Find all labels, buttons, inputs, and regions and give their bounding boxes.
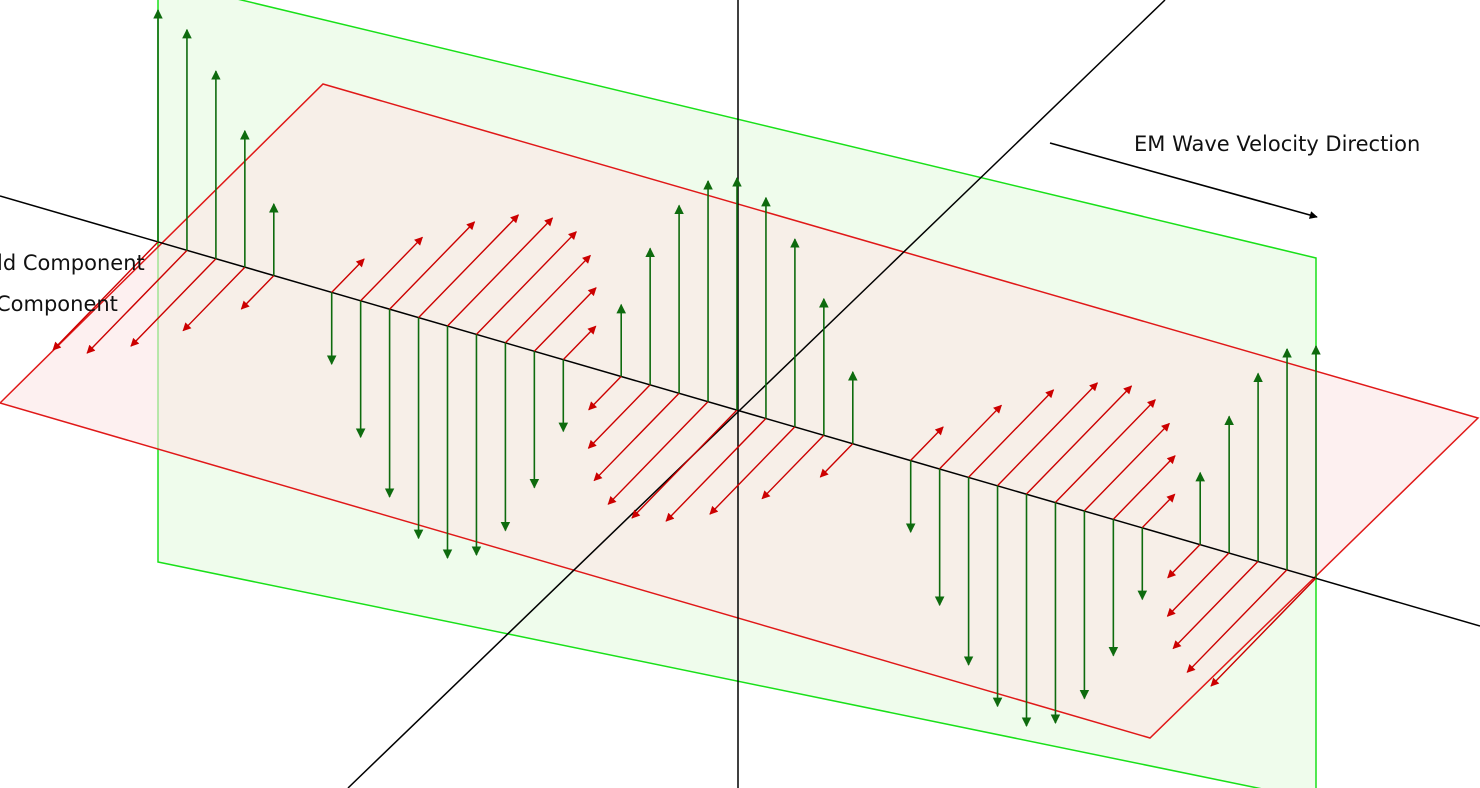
electric-field-vector: [240, 275, 275, 310]
electric-field-vector: [1141, 493, 1176, 529]
electric-field-vector: [504, 254, 591, 344]
electric-field-vector: [631, 409, 738, 519]
electric-field-vector: [86, 249, 188, 354]
electric-field-vector: [709, 426, 796, 515]
electric-field-vector: [1186, 569, 1288, 673]
electric-field-vector: [418, 214, 519, 319]
electric-field-vector: [130, 258, 217, 347]
electric-field-vector: [1210, 577, 1317, 687]
electric-field-vector: [331, 258, 365, 293]
velocity-direction-label: EM Wave Velocity Direction: [1134, 132, 1420, 156]
electric-field-vectors: [52, 214, 1317, 687]
depth-axis: [347, 0, 1166, 788]
electric-field-vector: [665, 417, 767, 522]
electric-field-vector: [1112, 455, 1176, 520]
electric-field-vector: [52, 241, 159, 351]
propagation-axis: [0, 195, 1480, 627]
electric-field-vector: [593, 392, 680, 482]
electric-field-vector: [968, 389, 1055, 478]
electric-field-vector: [533, 287, 597, 352]
electric-field-vector: [182, 266, 246, 332]
electric-field-vector: [1025, 385, 1133, 495]
velocity-direction-arrow: [1049, 142, 1318, 219]
magnetic-field-vectors: [153, 9, 1321, 727]
magnetic-field-component-label: ld Component: [0, 251, 145, 275]
electric-field-vector: [562, 325, 597, 361]
electric-field-vector: [939, 404, 1002, 470]
electric-field-vector: [819, 443, 854, 478]
electric-field-vector: [446, 217, 554, 327]
electric-field-vector: [360, 236, 423, 302]
electric-field-vector: [1167, 543, 1201, 579]
electric-field-vector: [475, 231, 577, 335]
electric-field-vector: [910, 426, 944, 461]
electric-field-vector: [607, 401, 709, 505]
electric-field-vector: [761, 434, 825, 500]
electric-field-component-label: Component: [0, 292, 118, 316]
electric-field-vector: [1054, 399, 1156, 503]
electric-field-vector: [1083, 422, 1170, 512]
electric-field-vector: [1172, 560, 1259, 650]
electric-field-vector: [587, 384, 651, 449]
electric-field-vector: [997, 382, 1098, 487]
electric-field-vector: [588, 375, 622, 411]
electric-field-vector: [389, 221, 476, 310]
electric-field-vector: [1166, 552, 1230, 617]
